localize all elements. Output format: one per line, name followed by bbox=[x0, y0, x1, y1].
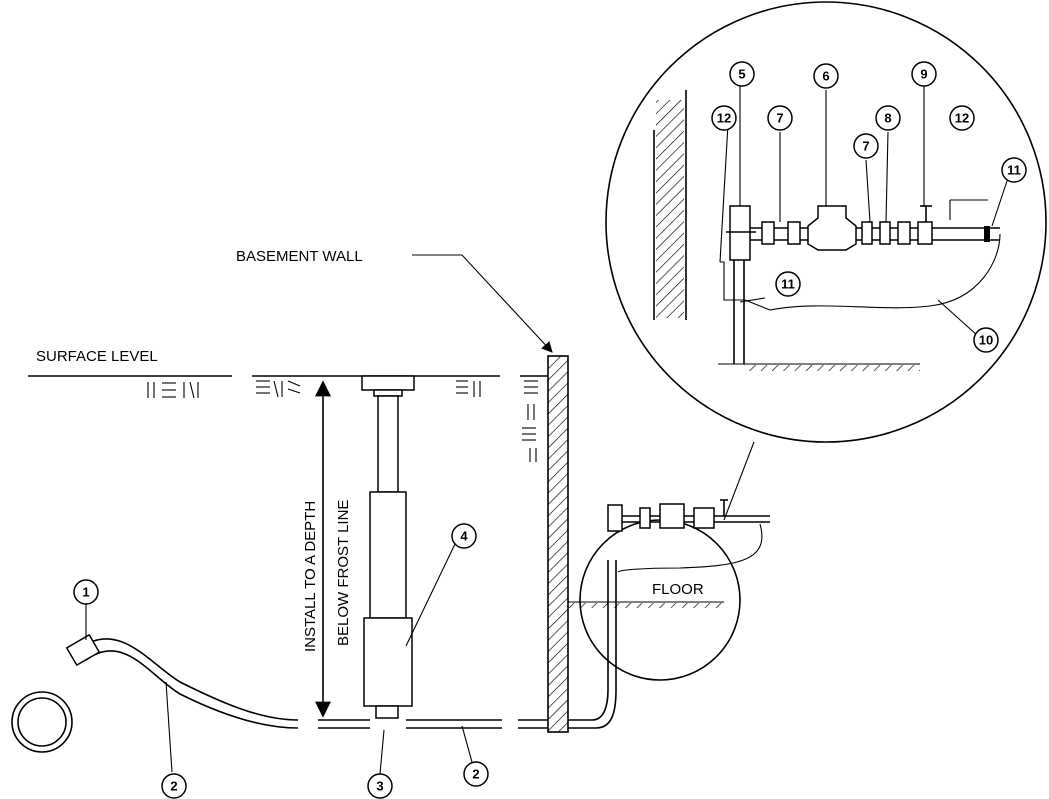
install-depth-label: INSTALL TO A DEPTH bbox=[302, 501, 319, 652]
water-main bbox=[11, 691, 73, 753]
basement-wall-leader bbox=[412, 254, 553, 353]
callout-3: 3 bbox=[367, 773, 393, 799]
callout-11: 11 bbox=[1001, 157, 1027, 183]
detail-connector bbox=[723, 441, 755, 521]
svg-text:7: 7 bbox=[776, 111, 783, 126]
svg-text:10: 10 bbox=[979, 333, 993, 348]
svg-text:7: 7 bbox=[862, 139, 869, 154]
svg-text:9: 9 bbox=[920, 67, 927, 82]
callout-12: 12 bbox=[949, 105, 975, 131]
callout-7: 7 bbox=[853, 133, 879, 159]
callout-2: 2 bbox=[161, 773, 187, 799]
callout-1: 1 bbox=[73, 579, 99, 605]
svg-text:8: 8 bbox=[884, 111, 891, 126]
callout-8: 8 bbox=[875, 105, 901, 131]
callout-11: 11 bbox=[775, 271, 801, 297]
callout-7: 7 bbox=[767, 105, 793, 131]
svg-text:11: 11 bbox=[781, 277, 795, 292]
basement-wall bbox=[547, 355, 569, 733]
callout-6: 6 bbox=[813, 63, 839, 89]
callout-10: 10 bbox=[973, 327, 999, 353]
svg-text:5: 5 bbox=[738, 67, 745, 82]
basement-wall-label: BASEMENT WALL bbox=[236, 248, 363, 265]
callout-5: 5 bbox=[729, 61, 755, 87]
below-frost-line-label: BELOW FROST LINE bbox=[335, 500, 352, 646]
svg-text:4: 4 bbox=[460, 529, 468, 544]
svg-text:2: 2 bbox=[170, 779, 177, 794]
service-pipe bbox=[79, 560, 617, 729]
callout-2: 2 bbox=[463, 761, 489, 787]
surface-level-label: SURFACE LEVEL bbox=[36, 348, 158, 365]
curb-box bbox=[361, 375, 415, 719]
corporation-stop bbox=[65, 633, 101, 667]
detail-large-circle bbox=[605, 1, 1047, 443]
callout-12: 12 bbox=[711, 105, 737, 131]
svg-text:6: 6 bbox=[822, 69, 829, 84]
svg-text:12: 12 bbox=[717, 111, 731, 126]
callout-9: 9 bbox=[911, 61, 937, 87]
svg-text:3: 3 bbox=[376, 779, 383, 794]
svg-text:11: 11 bbox=[1007, 163, 1021, 178]
floor-label: FLOOR bbox=[652, 581, 704, 598]
detail-small-circle bbox=[568, 499, 770, 681]
ground-surface bbox=[28, 375, 548, 462]
svg-text:1: 1 bbox=[82, 585, 89, 600]
svg-text:2: 2 bbox=[472, 767, 479, 782]
callout-leaders bbox=[85, 86, 1011, 775]
svg-text:12: 12 bbox=[955, 111, 969, 126]
callout-4: 4 bbox=[451, 523, 477, 549]
